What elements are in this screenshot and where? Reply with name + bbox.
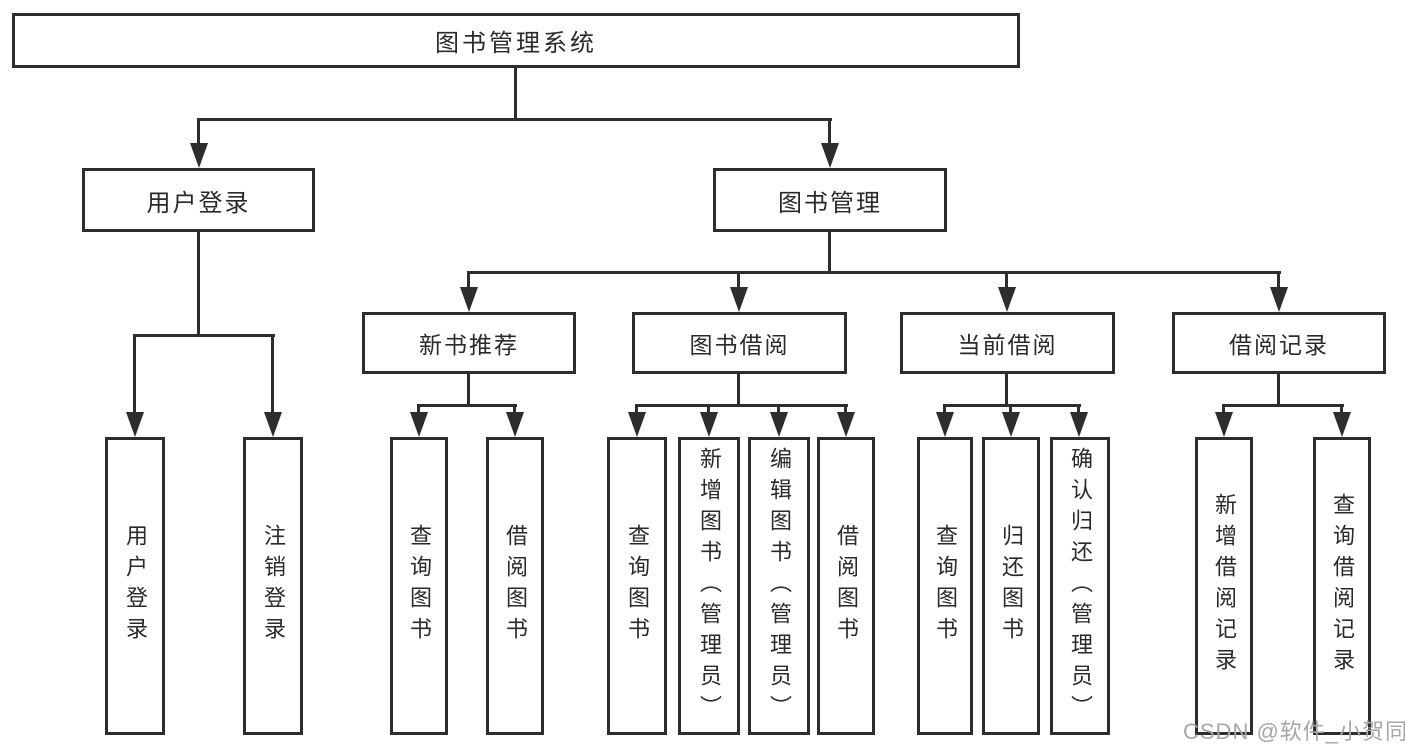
arrow-down-icon	[460, 287, 478, 312]
csdn-watermark: CSDN @软件_小贺同学	[1183, 719, 1405, 744]
node-root-label: 图书管理系统	[435, 30, 597, 57]
arrow-down-icon	[998, 287, 1016, 312]
leaf-query-borrow-record: 查询借阅记录	[1313, 437, 1371, 735]
node-book-borrow: 图书借阅	[632, 312, 847, 374]
leaf-confirm-return-admin: 确认归还（管理员）	[1050, 437, 1110, 735]
leaf-confirm-return-admin-label: 确认归还（管理员）	[1068, 446, 1093, 726]
arrow-down-icon	[1070, 412, 1088, 437]
arrow-down-icon	[821, 143, 839, 168]
leaf-add-book-admin: 新增图书（管理员）	[678, 437, 740, 735]
node-new-book-recommend: 新书推荐	[362, 312, 576, 374]
leaf-query-borrow-record-label: 查询借阅记录	[1330, 493, 1355, 679]
arrow-down-icon	[628, 412, 646, 437]
node-book-management: 图书管理	[713, 168, 947, 232]
connector-vline	[133, 334, 136, 414]
arrow-down-icon	[506, 412, 524, 437]
connector-vline	[777, 404, 780, 414]
connector-vline	[417, 404, 420, 414]
leaf-borrow-books-borrow-label: 借阅图书	[834, 524, 859, 648]
connector-vline	[828, 232, 831, 273]
connector-vline	[1277, 271, 1280, 289]
leaf-return-book-label: 归还图书	[999, 524, 1024, 648]
connector-vline	[467, 374, 470, 405]
connector-vline	[707, 404, 710, 414]
arrow-down-icon	[190, 143, 208, 168]
connector-vline	[1077, 404, 1080, 414]
arrow-down-icon	[700, 412, 718, 437]
connector-vline	[467, 271, 470, 289]
leaf-query-books-current-label: 查询图书	[933, 524, 958, 648]
connector-vline	[271, 334, 274, 414]
connector-hline	[198, 118, 832, 121]
leaf-add-book-admin-label: 新增图书（管理员）	[697, 446, 722, 726]
connector-vline	[737, 374, 740, 405]
arrow-down-icon	[730, 287, 748, 312]
arrow-down-icon	[126, 412, 144, 437]
leaf-add-borrow-record-label: 新增借阅记录	[1212, 493, 1237, 679]
leaf-borrow-books-recommend: 借阅图书	[486, 437, 544, 735]
node-borrow-records: 借阅记录	[1172, 312, 1386, 374]
connector-vline	[943, 404, 946, 414]
node-current-borrow-label: 当前借阅	[957, 332, 1058, 358]
leaf-user-login: 用户登录	[105, 437, 165, 735]
connector-vline	[737, 271, 740, 289]
node-borrow-records-label: 借阅记录	[1229, 332, 1329, 358]
arrow-down-icon	[1215, 412, 1233, 437]
connector-hline	[417, 404, 517, 407]
connector-vline	[197, 232, 200, 336]
connector-hline	[635, 404, 848, 407]
connector-vline	[1340, 404, 1343, 414]
connector-vline	[197, 118, 200, 145]
connector-vline	[828, 118, 831, 145]
connector-hline	[1222, 404, 1344, 407]
arrow-down-icon	[1270, 287, 1288, 312]
connector-hline	[467, 271, 1281, 274]
leaf-query-books-current: 查询图书	[917, 437, 973, 735]
leaf-edit-book-admin-label: 编辑图书（管理员）	[767, 446, 792, 726]
node-new-book-recommend-label: 新书推荐	[419, 332, 519, 358]
connector-vline	[635, 404, 638, 414]
leaf-return-book: 归还图书	[982, 437, 1040, 735]
leaf-query-books-recommend: 查询图书	[390, 437, 448, 735]
node-current-borrow: 当前借阅	[900, 312, 1115, 374]
arrow-down-icon	[837, 412, 855, 437]
node-user-login-label: 用户登录	[146, 189, 251, 217]
leaf-logout-label: 注销登录	[261, 524, 286, 648]
leaf-query-books-borrow: 查询图书	[607, 437, 667, 735]
node-book-borrow-label: 图书借阅	[689, 332, 790, 358]
arrow-down-icon	[410, 412, 428, 437]
connector-vline	[1005, 374, 1008, 405]
arrow-down-icon	[264, 412, 282, 437]
arrow-down-icon	[1002, 412, 1020, 437]
arrow-down-icon	[770, 412, 788, 437]
connector-vline	[514, 68, 517, 118]
connector-vline	[513, 404, 516, 414]
connector-vline	[1277, 374, 1280, 405]
connector-hline	[943, 404, 1081, 407]
connector-hline	[133, 334, 275, 337]
leaf-borrow-books-recommend-label: 借阅图书	[503, 524, 528, 648]
arrow-down-icon	[1333, 412, 1351, 437]
leaf-edit-book-admin: 编辑图书（管理员）	[748, 437, 810, 735]
connector-vline	[1005, 271, 1008, 289]
node-root: 图书管理系统	[12, 13, 1020, 68]
node-book-management-label: 图书管理	[778, 189, 882, 217]
leaf-add-borrow-record: 新增借阅记录	[1195, 437, 1253, 735]
leaf-query-books-borrow-label: 查询图书	[625, 524, 650, 648]
node-user-login: 用户登录	[82, 168, 315, 232]
leaf-logout: 注销登录	[243, 437, 303, 735]
leaf-borrow-books-borrow: 借阅图书	[817, 437, 875, 735]
connector-vline	[1009, 404, 1012, 414]
connector-vline	[1222, 404, 1225, 414]
connector-vline	[844, 404, 847, 414]
leaf-query-books-recommend-label: 查询图书	[407, 524, 432, 648]
leaf-user-login-label: 用户登录	[123, 524, 148, 648]
arrow-down-icon	[936, 412, 954, 437]
